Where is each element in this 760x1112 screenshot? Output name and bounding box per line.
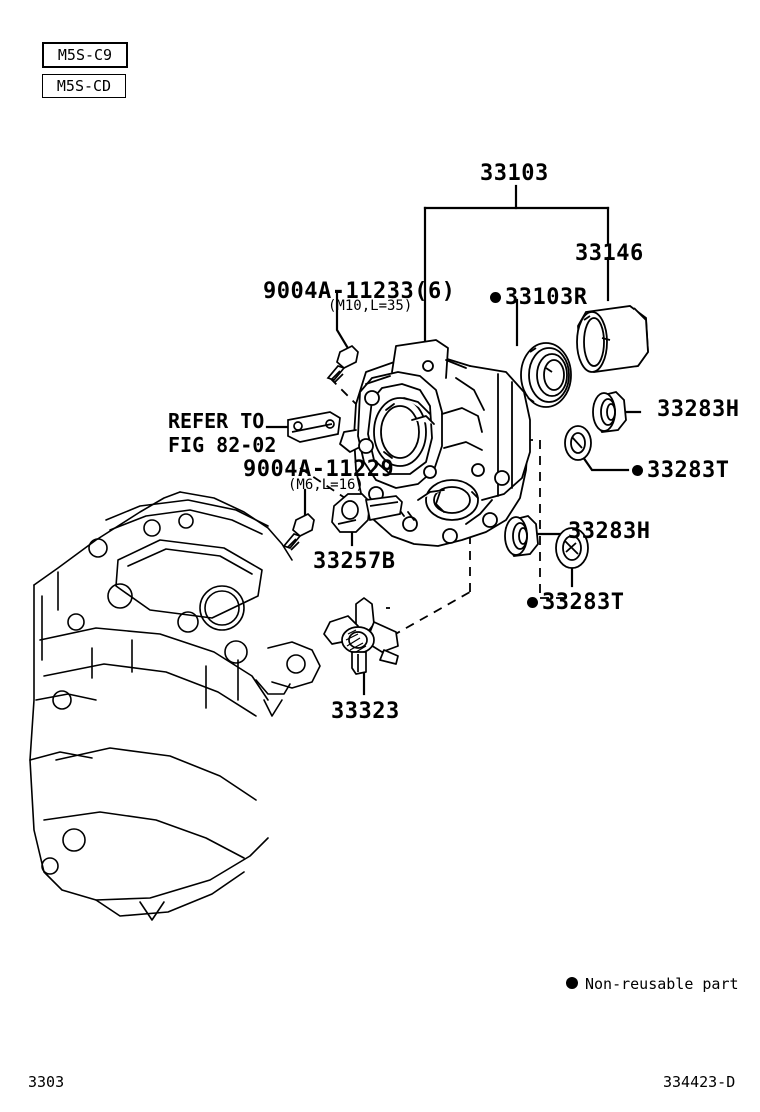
part-label-33283T-1-text: 33283T — [647, 458, 730, 483]
part-sublabel-9004A-11233: (M10,L=35) — [328, 298, 413, 314]
non-reusable-dot-33283T-1 — [632, 465, 643, 476]
part-label-33283H-2: 33283H — [568, 519, 651, 544]
non-reusable-dot-33103R — [490, 292, 501, 303]
part-label-9004A-11233: 9004A-11233(6) — [263, 279, 456, 304]
dashed-bolt-to-housing — [329, 377, 373, 421]
part-label-9004A-11229: 9004A-11229 — [243, 457, 395, 482]
model-code-box-0: M5S-C9 — [42, 42, 128, 68]
legend-text: Non-reusable part — [585, 975, 739, 993]
part-sublabel-9004A-11229: (M6,L=16) — [288, 477, 364, 493]
legend-non-reusable: Non-reusable part — [566, 975, 739, 993]
footer-drawing-code: 334423-D — [663, 1073, 736, 1091]
part-label-33283T-2-text: 33283T — [542, 590, 625, 615]
part-label-33103R-text: 33103R — [505, 285, 588, 310]
legend-dot-icon — [566, 977, 578, 989]
dashed-fork-to-housing — [391, 591, 471, 637]
part-label-33323: 33323 — [331, 699, 400, 724]
part-label-33103: 33103 — [480, 161, 549, 186]
reference-note-line2: FIG 82-02 — [168, 433, 277, 457]
part-label-33146: 33146 — [575, 241, 644, 266]
leader-33283T-1 — [574, 445, 630, 472]
part-label-33283T-1: 33283T — [632, 460, 729, 482]
reference-note-line1: REFER TO — [168, 409, 265, 433]
non-reusable-dot-33283T-2 — [527, 597, 538, 608]
part-label-33103R: 33103R — [490, 287, 587, 309]
part-label-33283T-2: 33283T — [527, 592, 624, 614]
footer-page-code: 3303 — [28, 1073, 65, 1091]
part-label-33283H-1: 33283H — [657, 397, 740, 422]
model-code-box-1: M5S-CD — [42, 74, 126, 98]
part-label-33257B: 33257B — [313, 549, 396, 574]
